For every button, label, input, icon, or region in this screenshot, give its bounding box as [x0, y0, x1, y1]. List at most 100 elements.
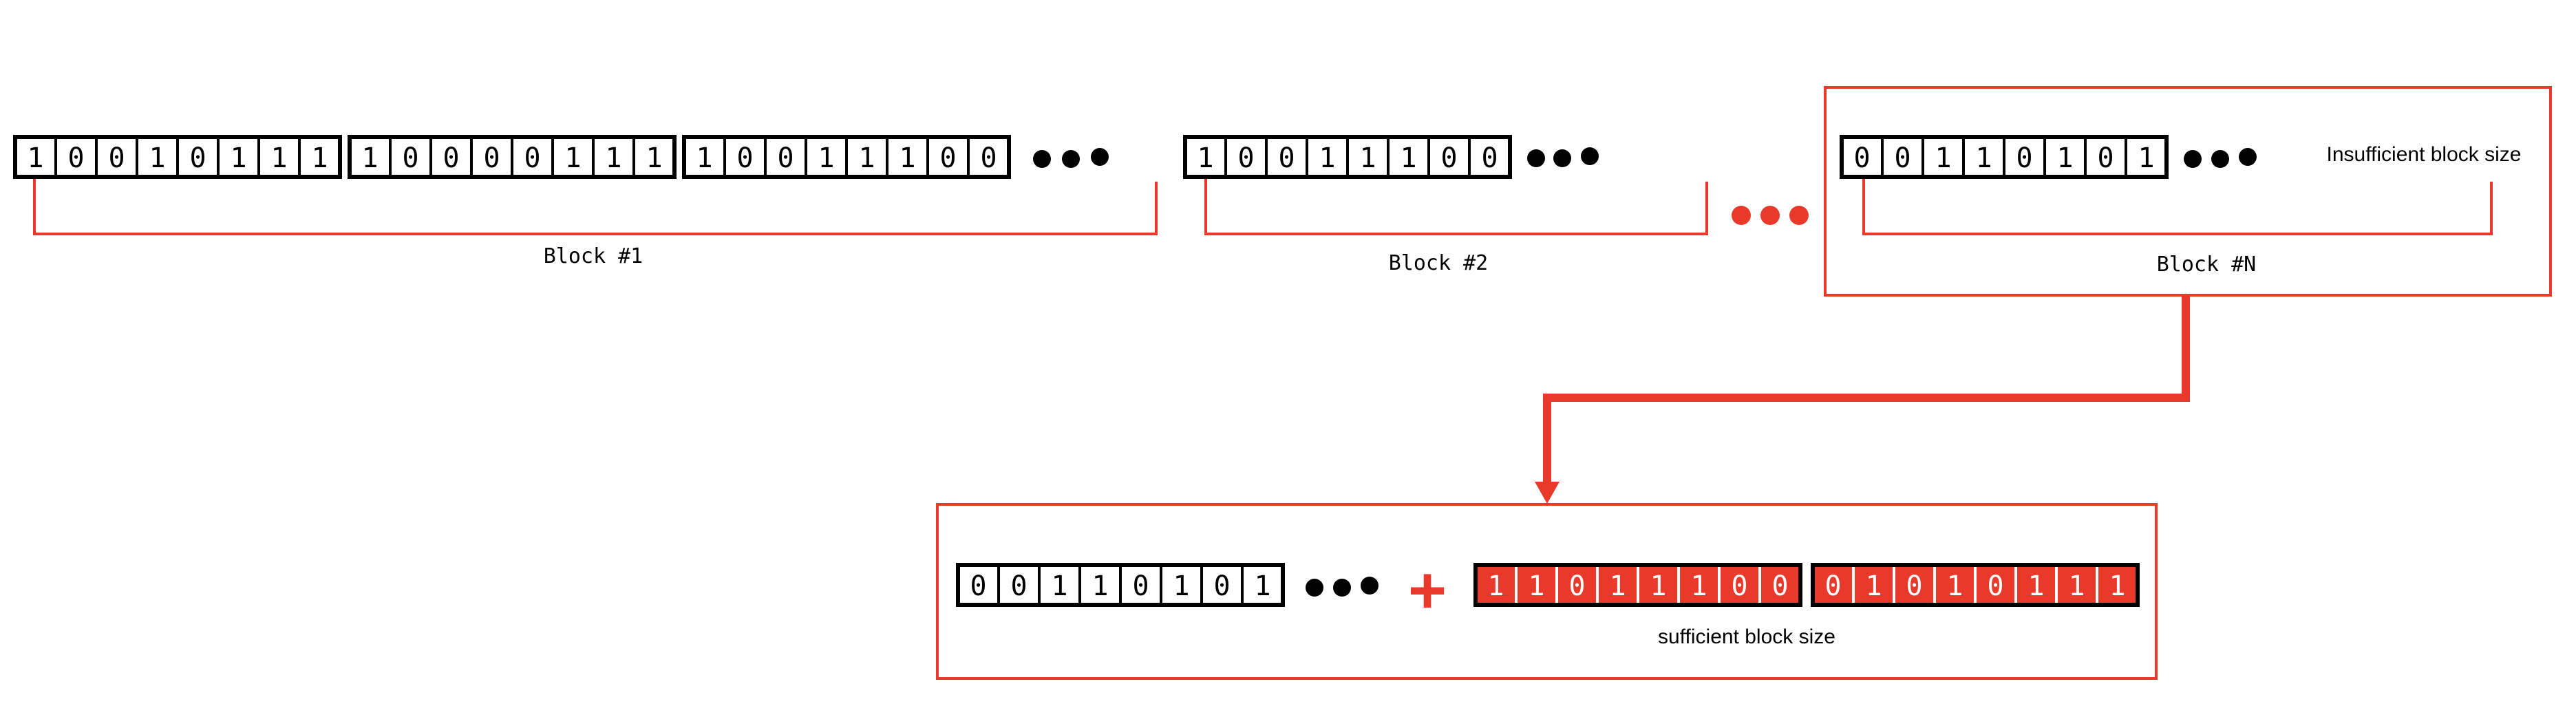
bit-cell [429, 136, 473, 178]
bit-value: 1 [1400, 142, 1416, 174]
label-block-2: Block #2 [1389, 251, 1489, 275]
bit-value: 0 [2097, 142, 2114, 174]
arrow-head-icon [1535, 482, 1560, 504]
frame-block-n [1824, 86, 2552, 297]
bit-value: 1 [2068, 570, 2085, 602]
bit-value: 1 [2109, 570, 2125, 602]
bit-value: 1 [1865, 570, 1882, 602]
bit-value: 1 [1650, 570, 1666, 602]
byte-outline [348, 135, 677, 179]
plus-sign: + [1408, 554, 1447, 628]
bit-value: 0 [443, 142, 459, 174]
byte-outline [13, 135, 342, 179]
bit-value: 1 [270, 142, 287, 174]
byte-outline [1473, 563, 1802, 607]
bit-value: 1 [230, 142, 246, 174]
bit-value: 1 [1690, 570, 1707, 602]
byte-outline [1811, 563, 2140, 607]
bracket-block-1 [33, 179, 1158, 235]
bit-value: 0 [1894, 142, 1910, 174]
bit-value: 1 [149, 142, 165, 174]
bit-cell [1265, 136, 1308, 178]
bit-value: 0 [67, 142, 84, 174]
bit-value: 1 [2027, 570, 2044, 602]
bit-value: 1 [1319, 142, 1335, 174]
ellipsis-block-n [2184, 148, 2257, 168]
bit-value: 1 [361, 142, 378, 174]
bit-value: 1 [858, 142, 875, 174]
bit-cell [723, 136, 767, 178]
ellipsis-between-blocks [1732, 206, 1809, 225]
label-block-1: Block #1 [544, 244, 643, 268]
bit-value: 0 [970, 570, 986, 602]
bit-value: 0 [1237, 142, 1254, 174]
bit-value: 0 [402, 142, 418, 174]
bit-value: 0 [1906, 570, 1922, 602]
bit-value: 1 [1197, 142, 1213, 174]
bit-value: 0 [1731, 570, 1747, 602]
bit-value: 0 [1440, 142, 1457, 174]
bit-value: 0 [736, 142, 753, 174]
label-insufficient-block-size: Insufficient block size [2327, 143, 2522, 166]
bit-value: 1 [1935, 142, 1951, 174]
bit-value: 0 [189, 142, 206, 174]
bit-value: 0 [483, 142, 500, 174]
bracket-block-2 [1204, 179, 1708, 235]
bit-value: 0 [108, 142, 125, 174]
bit-value: 0 [2016, 142, 2032, 174]
bit-value: 0 [1771, 570, 1788, 602]
bit-value: 0 [1853, 142, 1870, 174]
bit-value: 1 [696, 142, 712, 174]
bit-value: 1 [27, 142, 43, 174]
bit-value: 0 [1568, 570, 1585, 602]
bit-value: 1 [646, 142, 662, 174]
bit-value: 1 [1254, 570, 1270, 602]
bit-cell [298, 136, 341, 178]
bit-value: 1 [1975, 142, 1992, 174]
bit-value: 1 [1946, 570, 1963, 602]
bit-value: 1 [1051, 570, 1067, 602]
bit-value: 0 [980, 142, 997, 174]
byte-outline [1840, 135, 2169, 179]
bit-value: 1 [1173, 570, 1189, 602]
bit-cell [683, 136, 726, 178]
bit-value: 1 [1609, 570, 1626, 602]
bit-cell [2096, 564, 2139, 606]
bit-value: 1 [1487, 570, 1504, 602]
bit-value: 0 [1824, 570, 1841, 602]
bit-value: 1 [1528, 570, 1544, 602]
connector-arrow-line [1543, 297, 2190, 482]
byte-outline [682, 135, 1011, 179]
bit-value: 1 [2056, 142, 2073, 174]
bit-value: 1 [564, 142, 581, 174]
bit-value: 0 [1213, 570, 1230, 602]
label-block-n: Block #N [2157, 253, 2257, 277]
bit-value: 0 [524, 142, 540, 174]
ellipsis-block-2 [1527, 147, 1599, 167]
bit-value: 0 [1278, 142, 1295, 174]
bit-value: 1 [1092, 570, 1108, 602]
bit-value: 0 [1987, 570, 2003, 602]
bit-value: 1 [605, 142, 621, 174]
bit-value: 0 [1132, 570, 1149, 602]
label-sufficient-block-size: sufficient block size [1658, 625, 1835, 648]
frame-result [936, 503, 2158, 680]
bit-cell [997, 564, 1041, 606]
bit-value: 1 [899, 142, 915, 174]
bracket-block-n [1862, 179, 2493, 235]
bit-value: 1 [1359, 142, 1376, 174]
bit-value: 0 [939, 142, 956, 174]
bit-value: 0 [1481, 142, 1498, 174]
bit-value: 0 [1010, 570, 1027, 602]
bit-value: 1 [2138, 142, 2154, 174]
bit-cell [470, 136, 513, 178]
